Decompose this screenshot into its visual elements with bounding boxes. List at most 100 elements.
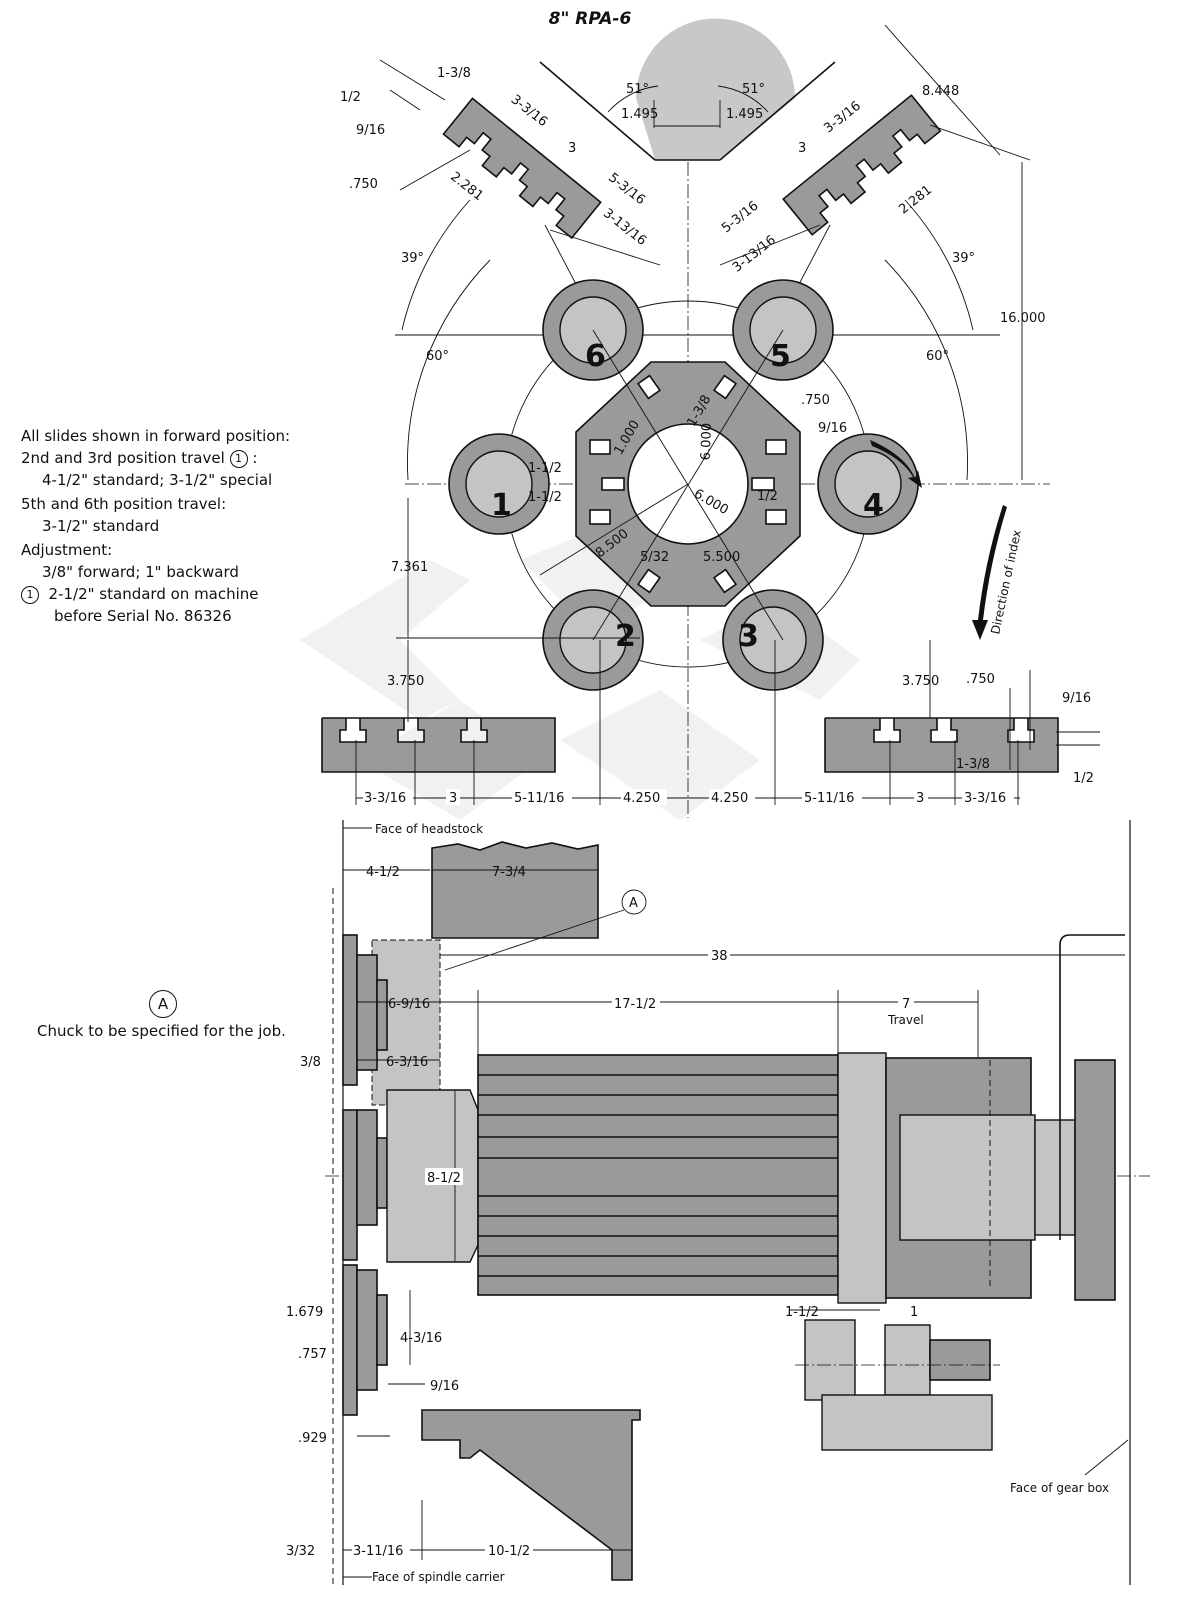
face-of-spindle-carrier-label: Face of spindle carrier: [372, 1570, 505, 1584]
dim-4-1-2: 4-1/2: [366, 865, 400, 880]
position-label-2: 2: [615, 619, 636, 654]
dim-1679: 1.679: [286, 1305, 323, 1320]
dim-3-32: 3/32: [286, 1544, 315, 1559]
note-line-5: 3-1/2" standard: [42, 517, 160, 535]
lower-bracket: [821, 1394, 993, 1451]
dim-6-9-16: 6-9/16: [388, 997, 430, 1012]
side-top-block: [431, 841, 599, 939]
base-dim-3-b: 3: [916, 791, 924, 806]
bottom-slide-block-right: [824, 717, 1059, 773]
v-block-fill: [636, 18, 795, 160]
note-line-7: 3/8" forward; 1" backward: [42, 563, 239, 581]
slide-block-right: [782, 94, 942, 236]
dim-17-1-2: 17-1/2: [614, 997, 656, 1012]
chuck-ref-a: A: [149, 990, 177, 1018]
dim-5500: 5.500: [703, 550, 740, 565]
bottom-slide-block-left: [321, 717, 556, 773]
face-of-gearbox-label: Face of gear box: [1010, 1481, 1109, 1495]
dim-8448: 8.448: [922, 84, 959, 99]
position-label-6: 6: [585, 339, 606, 374]
dim-9-16-b: 9/16: [818, 421, 847, 436]
dim-39-left: 39°: [401, 251, 424, 266]
dim-3-13-16-a: 3-13/16: [600, 206, 649, 249]
dim-8-1-2: 8-1/2: [427, 1171, 461, 1186]
base-dim-4250-a: 4.250: [623, 791, 660, 806]
side-view: Face of headstock 4-1/2 7-3/4 A: [286, 820, 1150, 1585]
dim-1-2-b: 1/2: [757, 489, 778, 504]
dim-9-16-side: 9/16: [430, 1379, 459, 1394]
dim-3-3-16-b: 3-3/16: [821, 99, 863, 137]
base-dim-3-a: 3: [449, 791, 457, 806]
note-line-9: before Serial No. 86326: [54, 607, 232, 625]
note-line-8: 1 2-1/2" standard on machine: [21, 583, 290, 605]
footnote-ref-1b: 1: [21, 586, 39, 604]
dim-1-2-c: 1/2: [1073, 771, 1094, 786]
base-dim-3-3-16-a: 3-3/16: [364, 791, 406, 806]
dim-3-13-16-b: 3-13/16: [730, 233, 779, 276]
spindle-1: 1: [448, 433, 550, 535]
index-arrow: [972, 505, 1007, 640]
carrier-ribs: [478, 1074, 838, 1277]
dim-3750-right: 3.750: [902, 674, 939, 689]
note-line-4: 5th and 6th position travel:: [21, 495, 227, 513]
footnote-ref-1: 1: [229, 450, 248, 468]
rotation-arrow: [870, 440, 922, 488]
dim-1-2-a: 1/2: [340, 90, 361, 105]
drum-t-slots: [589, 374, 787, 594]
dim-3750-left: 3.750: [387, 674, 424, 689]
travel-label: Travel: [887, 1013, 924, 1027]
dim-5-3-16-b: 5-3/16: [719, 198, 761, 236]
dim-5-3-16-a: 5-3/16: [605, 170, 647, 208]
base-dim-4250-b: 4.250: [711, 791, 748, 806]
position-label-5: 5: [770, 339, 791, 374]
chuck-note-text: Chuck to be specified for the job.: [37, 1022, 286, 1040]
dim-51-left: 51°: [626, 82, 649, 97]
base-dim-5-11-16-b: 5-11/16: [804, 791, 854, 806]
dim-7: 7: [902, 997, 910, 1012]
top-view: 51° 51° 1.495 1.495 1-3/8 1/2 9/16 .750 …: [321, 18, 1100, 818]
dim-750-c: .750: [966, 672, 995, 687]
note-line-1: All slides shown in forward position:: [21, 427, 291, 445]
dim-3-a: 3: [568, 141, 576, 156]
dim-3-b: 3: [798, 141, 806, 156]
note-line-2: 2nd and 3rd position travel 1 :: [21, 449, 258, 468]
slide-notes: All slides shown in forward position: 2n…: [21, 425, 290, 627]
dim-51-right: 51°: [742, 82, 765, 97]
position-label-3: 3: [738, 619, 759, 654]
dim-60-left: 60°: [426, 349, 449, 364]
dim-1-3-8-c: 1-3/8: [956, 757, 990, 772]
note-line-6: Adjustment:: [21, 541, 113, 559]
dim-1-1-2-b: 1-1/2: [528, 490, 562, 505]
chuck-note: A Chuck to be specified for the job.: [37, 990, 337, 1042]
rear-gear: [1074, 1059, 1116, 1301]
dim-1495-left: 1.495: [621, 107, 658, 122]
dim-1-1-2-side: 1-1/2: [785, 1305, 819, 1320]
dim-38: 38: [711, 949, 728, 964]
face-of-headstock-label: Face of headstock: [375, 822, 483, 836]
dim-750-b: .750: [801, 393, 830, 408]
position-label-4: 4: [863, 488, 884, 523]
dim-3-11-16: 3-11/16: [353, 1544, 403, 1559]
dim-4-3-16: 4-3/16: [400, 1331, 442, 1346]
dim-10-1-2: 10-1/2: [488, 1544, 530, 1559]
dim-6-3-16: 6-3/16: [386, 1055, 428, 1070]
drawing-title: 8" RPA-6: [549, 9, 632, 29]
base-dim-5-11-16-a: 5-11/16: [514, 791, 564, 806]
dim-7361: 7.361: [391, 560, 428, 575]
dim-9-16-a: 9/16: [356, 123, 385, 138]
dim-2281-a: 2.281: [447, 169, 486, 204]
ref-a-callout: A: [629, 896, 638, 911]
spindle-carrier-drum: [477, 1054, 839, 1296]
dim-16000: 16.000: [1000, 311, 1046, 326]
dim-750-a: .750: [349, 177, 378, 192]
dim-1495-right: 1.495: [726, 107, 763, 122]
dim-9-16-c: 9/16: [1062, 691, 1091, 706]
spindle-4: 4: [817, 433, 919, 535]
spindle-3: 3: [722, 589, 824, 691]
dim-7-3-4: 7-3/4: [492, 865, 526, 880]
dim-3-3-16-a: 3-3/16: [508, 92, 550, 130]
dim-929: .929: [298, 1431, 327, 1446]
dim-39-right: 39°: [952, 251, 975, 266]
dim-1-1-2-a: 1-1/2: [528, 461, 562, 476]
rear-flange: [837, 1052, 887, 1304]
